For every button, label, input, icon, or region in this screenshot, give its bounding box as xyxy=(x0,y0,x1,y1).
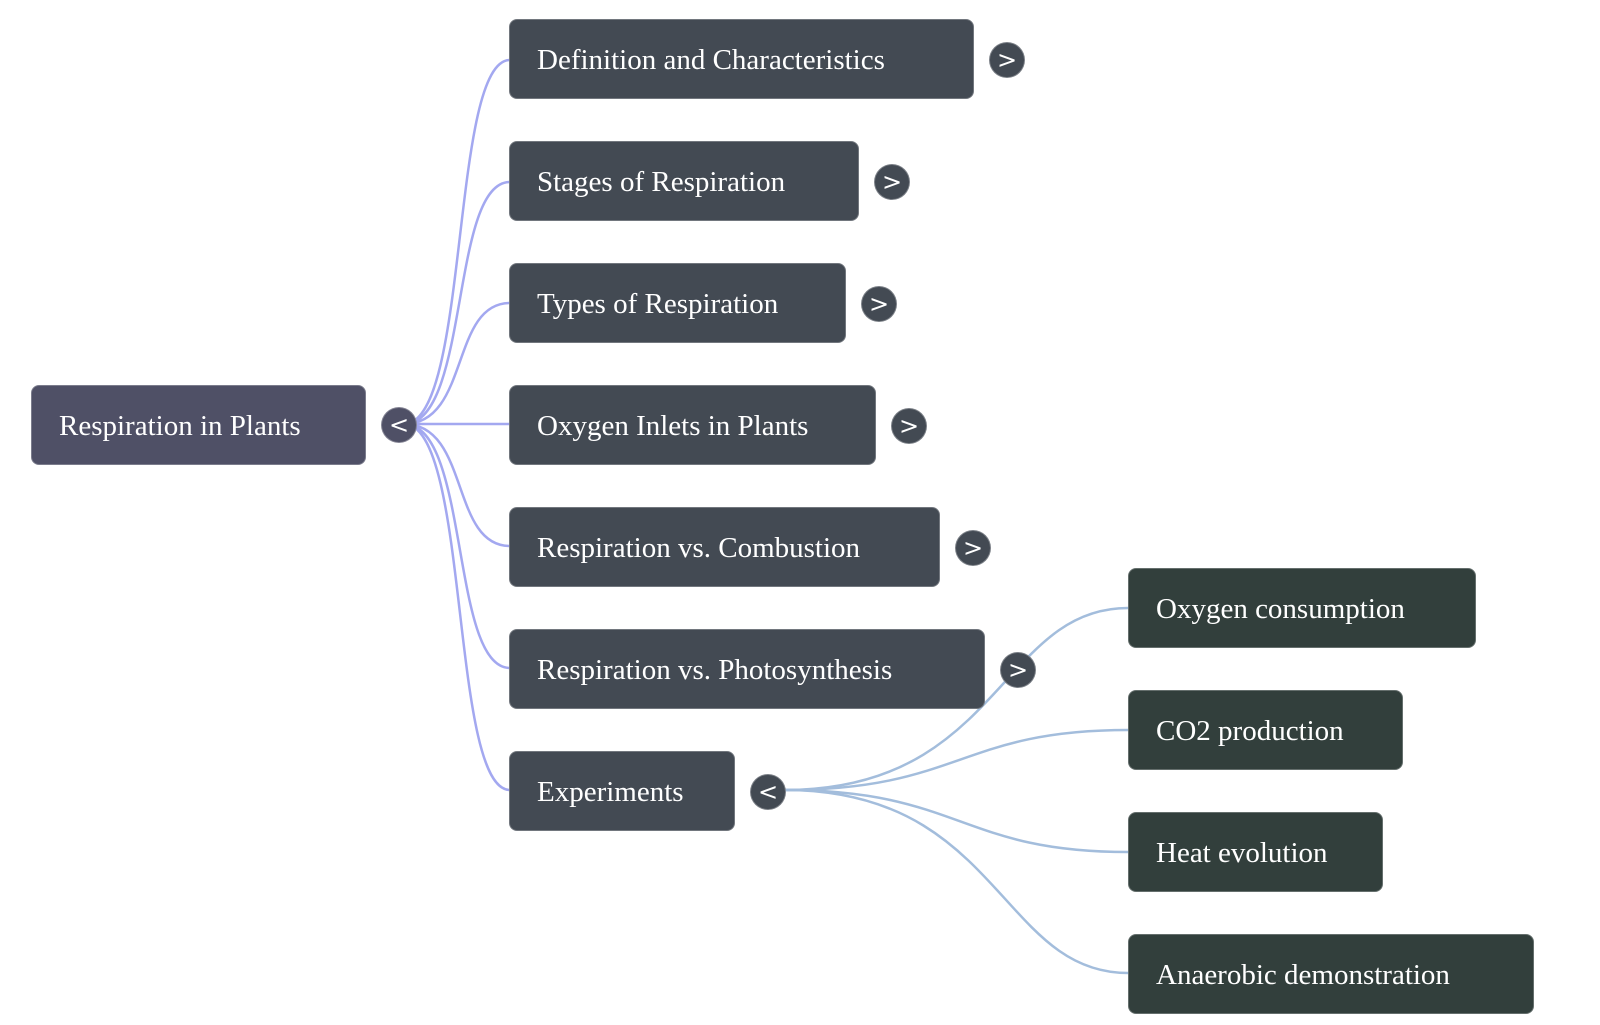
node-types[interactable]: Types of Respiration xyxy=(509,263,846,343)
root-node-label: Respiration in Plants xyxy=(59,410,301,442)
expand-toggle-definition[interactable]: > xyxy=(989,42,1025,78)
edge-experiments-co2 xyxy=(784,728,1129,792)
node-label: Definition and Characteristics xyxy=(537,44,885,76)
expand-toggle-photosynthesis[interactable]: > xyxy=(1000,652,1036,688)
node-co2-production[interactable]: CO2 production xyxy=(1128,690,1403,770)
edge-root-combustion xyxy=(403,422,511,548)
collapse-toggle-root[interactable]: < xyxy=(381,407,417,443)
node-experiments[interactable]: Experiments xyxy=(509,751,735,831)
edge-root-stages xyxy=(403,180,511,426)
node-stages[interactable]: Stages of Respiration xyxy=(509,141,859,221)
node-label: Heat evolution xyxy=(1156,837,1328,869)
edge-experiments-oxygen xyxy=(784,606,1129,792)
expand-toggle-stages[interactable]: > xyxy=(874,164,910,200)
node-definition[interactable]: Definition and Characteristics xyxy=(509,19,974,99)
edge-root-photosynthesis xyxy=(403,422,511,670)
node-label: Respiration vs. Combustion xyxy=(537,532,861,564)
edge-root-types xyxy=(403,301,511,426)
node-combustion[interactable]: Respiration vs. Combustion xyxy=(509,507,940,587)
node-label: Oxygen consumption xyxy=(1156,593,1405,625)
edge-experiments-anaerobic xyxy=(784,788,1129,975)
node-label: Types of Respiration xyxy=(537,288,779,320)
node-label: Oxygen Inlets in Plants xyxy=(537,410,809,442)
root-node[interactable]: Respiration in Plants xyxy=(31,385,366,465)
node-label: Experiments xyxy=(537,776,684,808)
edge-experiments-heat xyxy=(784,788,1129,854)
collapse-toggle-experiments[interactable]: < xyxy=(750,774,786,810)
node-label: Anaerobic demonstration xyxy=(1156,959,1450,991)
expand-toggle-types[interactable]: > xyxy=(861,286,897,322)
node-photosynthesis[interactable]: Respiration vs. Photosynthesis xyxy=(509,629,985,709)
node-label: CO2 production xyxy=(1156,715,1344,747)
expand-toggle-oxygen-inlets[interactable]: > xyxy=(891,408,927,444)
node-oxygen-inlets[interactable]: Oxygen Inlets in Plants xyxy=(509,385,876,465)
node-label: Stages of Respiration xyxy=(537,166,786,198)
node-heat-evolution[interactable]: Heat evolution xyxy=(1128,812,1383,892)
expand-toggle-combustion[interactable]: > xyxy=(955,530,991,566)
node-anaerobic-demonstration[interactable]: Anaerobic demonstration xyxy=(1128,934,1534,1014)
edge-root-experiments xyxy=(403,422,511,792)
node-label: Respiration vs. Photosynthesis xyxy=(537,654,893,686)
node-oxygen-consumption[interactable]: Oxygen consumption xyxy=(1128,568,1476,648)
edge-root-definition xyxy=(403,58,511,426)
